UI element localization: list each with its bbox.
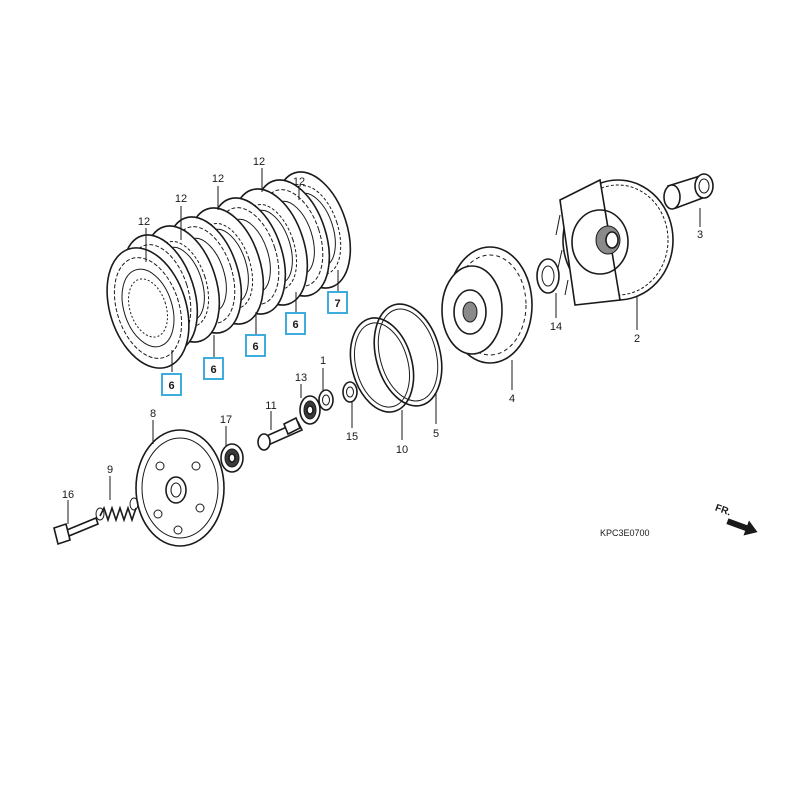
label-2: 2 [634,333,640,345]
washer-1 [318,389,334,411]
bearing-13 [299,395,321,425]
part-labels: 12 12 12 12 12 3 2 14 4 5 10 15 1 13 11 … [62,156,703,501]
clutch-center [441,246,533,364]
label-9: 9 [107,464,113,476]
washer-15 [342,381,358,403]
label-15: 15 [346,431,358,443]
label-17: 17 [220,414,232,426]
clutch-bolt [53,516,99,546]
judder-spring-ring [373,303,443,407]
label-8: 8 [150,408,156,420]
thrust-washer [536,258,560,294]
label-12a: 12 [138,216,150,228]
svg-text:6: 6 [210,364,216,376]
lifter-piece [257,416,304,451]
clutch-spring [95,497,139,523]
label-12e: 12 [293,176,305,188]
svg-text:7: 7 [334,298,340,310]
front-arrow-icon [726,518,758,536]
label-5: 5 [433,428,439,440]
label-12c: 12 [212,173,224,185]
bearing-17 [220,443,244,473]
highlighted-callouts: 6 6 6 6 7 [161,291,348,396]
label-1: 1 [320,355,326,367]
front-direction-indicator: FR. [713,503,758,536]
pressure-plate [135,429,225,547]
clutch-outer-housing [555,178,674,306]
callout-6c[interactable]: 6 [245,334,266,357]
spring-seat-ring [349,317,415,413]
clutch-plate-stack [106,171,352,369]
label-4: 4 [509,393,515,405]
leader-lines [67,168,701,524]
friction-disk-12a [106,247,190,369]
label-12d: 12 [253,156,265,168]
svg-text:6: 6 [168,380,174,392]
svg-text:6: 6 [292,319,298,331]
label-3: 3 [697,229,703,241]
label-10: 10 [396,444,408,456]
front-direction-label: FR. [713,503,732,519]
drawing-code: KPC3E0700 [600,528,650,538]
callout-6b[interactable]: 6 [203,357,224,380]
label-12b: 12 [175,193,187,205]
callout-7[interactable]: 7 [327,291,348,314]
svg-text:6: 6 [252,341,258,353]
label-13: 13 [295,372,307,384]
callout-6d[interactable]: 6 [285,312,306,335]
label-11: 11 [265,400,276,412]
label-14: 14 [550,321,562,333]
collar [663,173,714,210]
callout-6a[interactable]: 6 [161,373,182,396]
label-16: 16 [62,489,74,501]
